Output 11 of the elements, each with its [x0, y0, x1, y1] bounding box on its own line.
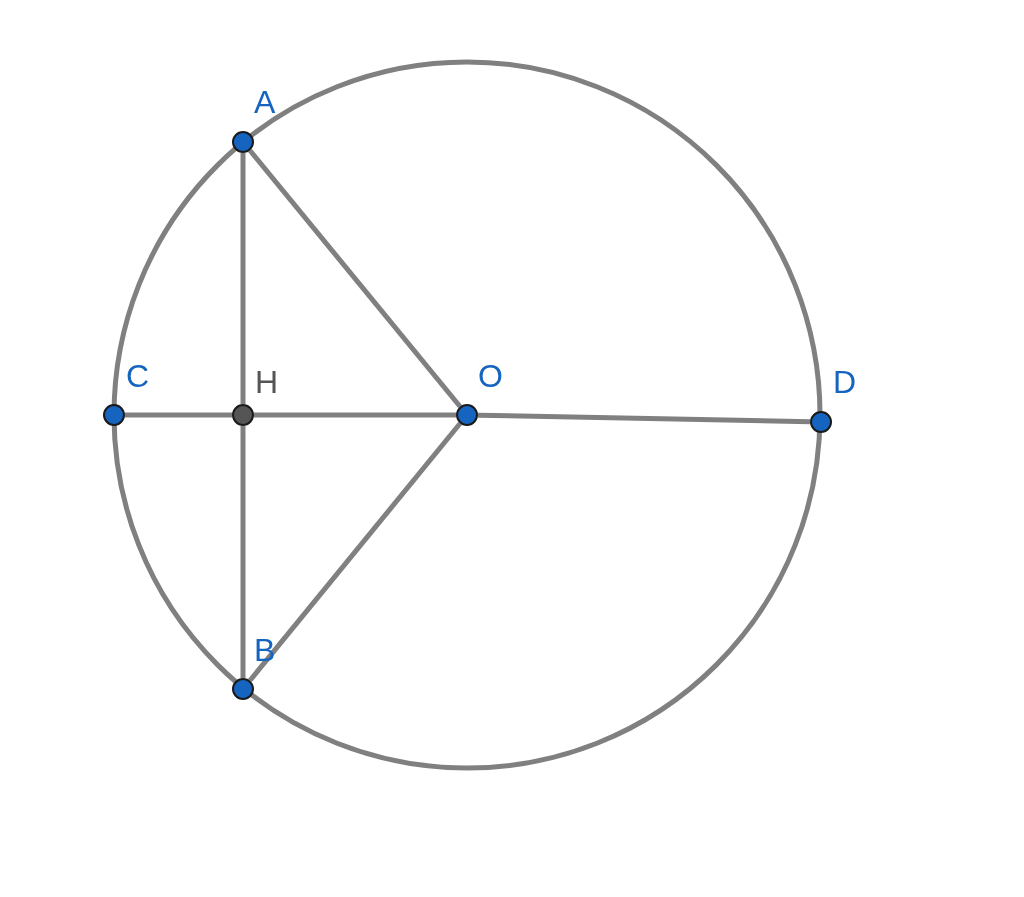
point-label: C [126, 360, 150, 392]
point-label: B [254, 634, 276, 666]
point-label: H [255, 366, 279, 398]
line-segment [477, 412, 811, 425]
line-segment [240, 153, 246, 404]
line-segment [254, 412, 456, 418]
point-label: O [478, 360, 503, 392]
line-segment [240, 426, 246, 678]
point-label: A [254, 86, 276, 118]
line-segment [125, 412, 232, 418]
point-label: D [833, 366, 857, 398]
